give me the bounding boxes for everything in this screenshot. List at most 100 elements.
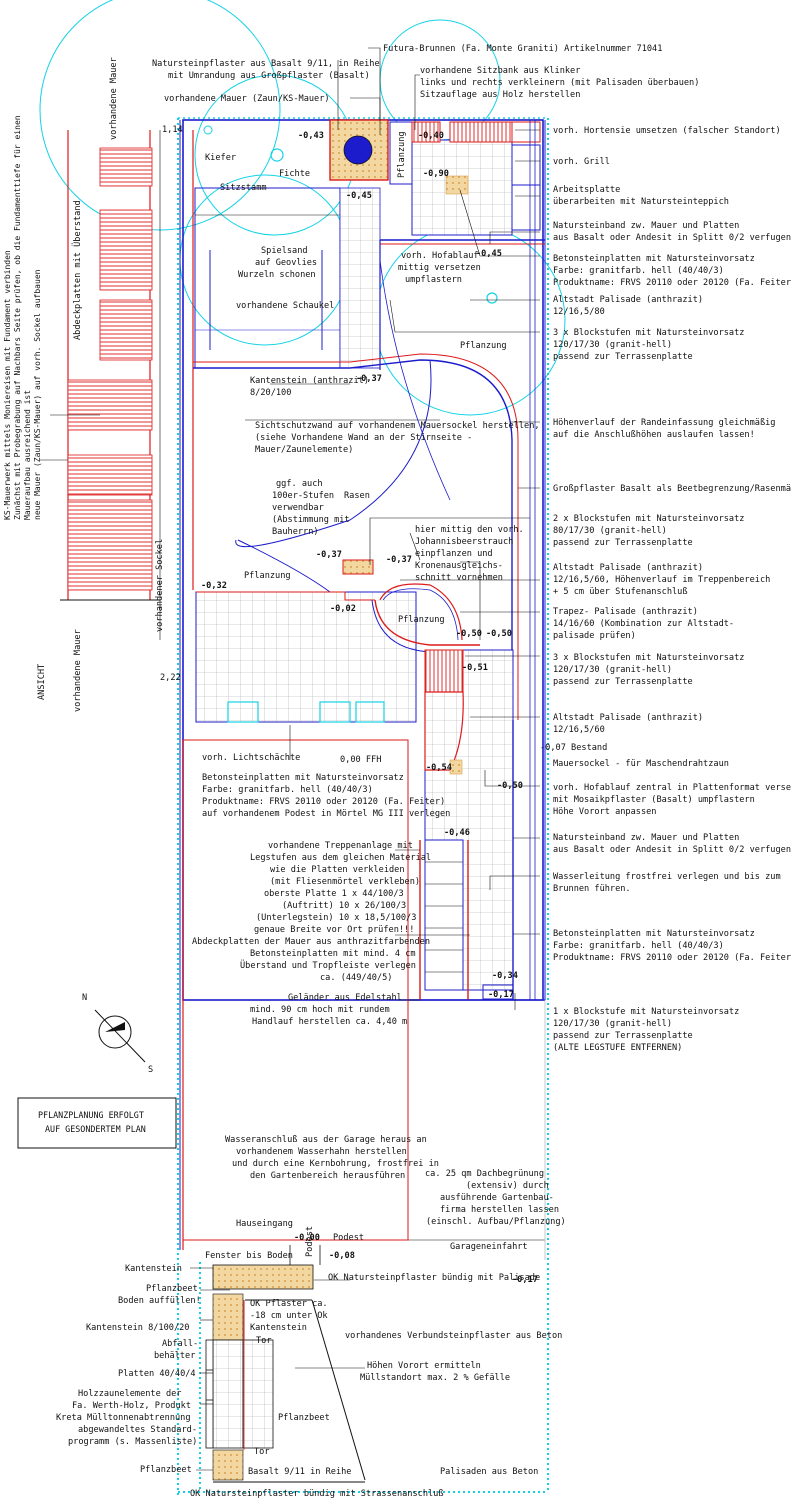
holz-label-3: abgewandeltes Standard- (78, 1425, 197, 1435)
level-m037c: -0,37 (386, 555, 412, 565)
schaukel-label: vorhandene Schaukel (236, 301, 334, 311)
level-m051: -0,51 (462, 663, 488, 673)
level-m037b: -0,37 (316, 550, 342, 560)
compass-south: S (148, 1065, 153, 1075)
lawn-boundary-curve (193, 259, 519, 720)
ok-pflaster-label-1: -18 cm unter Ok (250, 1311, 328, 1321)
verbund-label: vorhandenes Verbundsteinpflaster aus Bet… (345, 1331, 562, 1341)
level-m045b: -0,45 (476, 249, 502, 259)
sockel-label: vorhandener Sockel (155, 539, 165, 632)
mauer-top-label: vorhandene Mauer (109, 57, 119, 140)
arbeit-label-0: Arbeitsplatte (553, 185, 620, 195)
level-m040: -0,40 (418, 131, 444, 141)
treppe-label-0: vorhandene Treppenanlage mit (268, 841, 413, 851)
level-m017b: -0,17 (512, 1275, 538, 1285)
dach-label-4: (einschl. Aufbau/Pflanzung) (426, 1217, 566, 1227)
kantenstein-label-1: 8/20/100 (250, 388, 291, 398)
planting-note-box (17, 1097, 177, 1149)
arbeit-label-1: überarbeiten mit Natursteinteppich (553, 197, 729, 207)
leader-lines (190, 47, 540, 1471)
treppe-label-9: Betonsteinplatten mit mind. 4 cm (250, 949, 416, 959)
palisade3-label-1: 12/16,5/60 (553, 725, 605, 735)
beton-label-3: auf vorhandenem Podest in Mörtel MG III … (202, 809, 450, 819)
north-arrow (94, 1009, 146, 1063)
view-label: ANSICHT (37, 664, 47, 700)
dach-label-2: ausführende Gartenbau- (440, 1193, 554, 1203)
gelaender-label-0: Geländer aus Edelstahl (288, 993, 402, 1003)
hofablauf2-label-2: Höhe Vorort anpassen (553, 807, 656, 817)
johannis-label-1: Johannisbeerstrauch (415, 537, 513, 547)
block1-label-2: passend zur Terrassenplatte (553, 352, 693, 362)
hoehen-label-0: Höhen Vorort ermitteln (367, 1361, 481, 1371)
sockel-right-label: Mauersockel - für Maschendrahtzaun (553, 759, 729, 769)
level-m017a: -0,17 (488, 990, 514, 1000)
holz-label-1: Fa. Werth-Holz, Produkt (72, 1401, 191, 1411)
rasen-label: Rasen (344, 491, 370, 501)
block2-label-1: 80/17/30 (granit-hell) (553, 526, 667, 536)
treppe-label-1: Legstufen aus dem gleichen Material (250, 853, 431, 863)
compass-north: N (82, 993, 87, 1003)
block1-label-0: 3 x Blockstufen mit Natursteinvorsatz (553, 328, 744, 338)
fountain-area (329, 119, 413, 185)
block3-label-2: passend zur Terrassenplatte (553, 677, 693, 687)
beton2-label-1: Farbe: granitfarb. hell (40/40/3) (553, 941, 724, 951)
wasser-label-3: den Gartenbereich herausführen (250, 1171, 405, 1181)
grill-label: vorh. Grill (553, 157, 610, 167)
stufen-label-1: 100er-Stufen (272, 491, 334, 501)
wall-elevation-view (40, 130, 161, 640)
level-114: 1,14 (162, 125, 183, 135)
hofablauf-label-1: mittig versetzen (398, 263, 481, 273)
wurzeln-label: Wurzeln schonen (238, 270, 316, 280)
treppe-label-10: Überstand und Tropfleiste verlegen (240, 960, 416, 971)
stufen-label-4: Bauherrn) (272, 527, 319, 537)
pflanzung-curve-label: Pflanzung (398, 615, 445, 625)
spielsand-label: Spielsand (261, 246, 308, 256)
treppe-label-11: ca. (449/40/5) (320, 973, 392, 983)
dach-label-0: ca. 25 qm Dachbegrünung (425, 1169, 544, 1179)
wasser-label-0: Wasseranschluß aus der Garage heraus an (225, 1135, 427, 1145)
podest-vertical-label: Podest (305, 1226, 315, 1257)
hoehe-label-1: auf die Anschlußhöhen auslaufen lassen! (553, 430, 755, 440)
naturstein-label-1: mit Umrandung aus Großpflaster (Basalt) (168, 71, 370, 81)
level-m045a: -0,45 (346, 191, 372, 201)
level-m043: -0,43 (298, 131, 324, 141)
treppe-label-6: (Unterlegstein) 10 x 18,5/100/3 (256, 913, 416, 923)
block2-label-2: passend zur Terrassenplatte (553, 538, 693, 548)
tor2-label: Tor (254, 1447, 270, 1457)
level-m046: -0,46 (444, 828, 470, 838)
level-222: 2,22 (160, 673, 181, 683)
beton1-label-1: Farbe: granitfarb. hell (40/40/3) (553, 266, 724, 276)
holz-label-0: Holzzaunelemente der (78, 1389, 181, 1399)
side-path (408, 120, 545, 1001)
garage-label: Garageneinfahrt (450, 1242, 528, 1252)
johannis-label-4: schnitt vornehmen (415, 573, 503, 583)
haus-label: Hauseingang (236, 1219, 293, 1229)
bottom-section (199, 1245, 366, 1492)
natband1-label-0: Natursteinband zw. Mauer und Platten (553, 221, 739, 231)
planting-note-line1: PFLANZPLANUNG ERFOLGT (38, 1110, 144, 1120)
sitzbank-label-0: vorhandene Sitzbank aus Klinker (420, 66, 580, 76)
geovlies-label: auf Geovlies (255, 258, 317, 268)
block4-label-1: 120/17/30 (granit-hell) (553, 1019, 672, 1029)
palisade1-label-0: Altstadt Palisade (anthrazit) (553, 295, 703, 305)
natband1-label-1: aus Basalt oder Andesit in Splitt 0/2 ve… (553, 233, 791, 243)
abfall-label-0: Abfall- (162, 1339, 198, 1349)
gross-label: Großpflaster Basalt als Beetbegrenzung/R… (553, 484, 791, 494)
pflanzbeet3-label: Pflanzbeet (278, 1413, 330, 1423)
main-terrace (195, 559, 480, 723)
johannis-label-0: hier mittig den vorh. (415, 525, 524, 535)
sichtschutz-label-2: Mauer/Zaunelemente) (255, 445, 353, 455)
kantenstein-label-0: Kantenstein (anthrazit) (250, 376, 369, 386)
holz-label-2: Kreta Mülltonnenabtrennung (56, 1413, 191, 1423)
stufen-label-0: ggf. auch (276, 479, 323, 489)
block3-label-0: 3 x Blockstufen mit Natursteinvorsatz (553, 653, 744, 663)
bench-grill-area (379, 121, 545, 370)
block2-label-0: 2 x Blockstufen mit Natursteinvorsatz (553, 514, 744, 524)
podest-label: Podest (333, 1233, 364, 1243)
dach-label-3: firma herstellen lassen (440, 1205, 559, 1215)
play-area (194, 125, 498, 369)
treppe-label-4: oberste Platte 1 x 44/100/3 (264, 889, 404, 899)
stufen-label-3: (Abstimmung mit (272, 515, 350, 525)
level-m007: -0,07 Bestand (540, 743, 607, 753)
block1-label-1: 120/17/30 (granit-hell) (553, 340, 672, 350)
